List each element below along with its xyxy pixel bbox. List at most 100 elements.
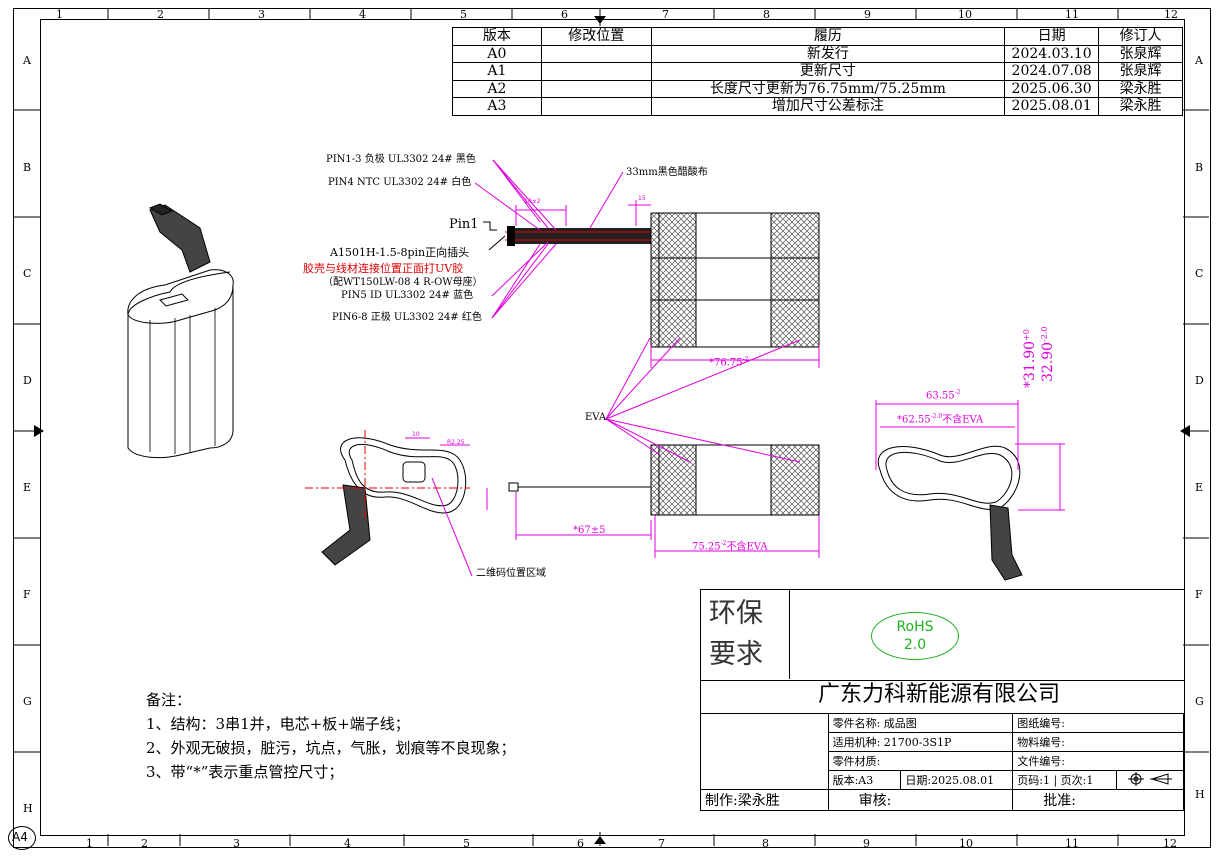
outer-frame bbox=[13, 8, 1211, 848]
dim-value: *76.75 bbox=[709, 357, 743, 369]
zone-num: 10 bbox=[959, 837, 973, 850]
dim-value: 75.25 bbox=[692, 541, 721, 553]
dim-height-1: *31.90+0 bbox=[1022, 329, 1038, 388]
revision-row: A3 增加尺寸公差标注 2025.08.01 梁永胜 bbox=[452, 97, 1183, 116]
revision-table: 版本 修改位置 履历 日期 修订人 A0 新发行 2024.03.10 张泉辉 … bbox=[452, 27, 1183, 116]
zone-num: 11 bbox=[1065, 837, 1079, 850]
zone-num: 2 bbox=[157, 8, 164, 21]
rev-cell: 2025.08.01 bbox=[1004, 97, 1100, 116]
note-item: 3、带“*”表示重点管控尺寸； bbox=[146, 763, 344, 781]
top-pack-view bbox=[650, 212, 820, 348]
dim-value: 63.55 bbox=[926, 390, 955, 402]
tb-blank bbox=[700, 713, 829, 790]
tb-drawing-no: 图纸编号: bbox=[1012, 713, 1184, 733]
callout-mate: （配WT150LW-08 4 R-OW母座） bbox=[323, 277, 483, 288]
zone-num: 8 bbox=[762, 837, 769, 850]
callout-pin1: Pin1 bbox=[449, 217, 479, 232]
callout-tape: 33mm黑色醋酸布 bbox=[626, 167, 708, 178]
inner-frame bbox=[40, 19, 1185, 836]
dim-suffix: 不含EVA bbox=[942, 414, 984, 426]
zone-letter: H bbox=[1195, 788, 1205, 801]
header-reviser: 修订人 bbox=[1098, 27, 1183, 46]
zone-letter: H bbox=[23, 802, 33, 815]
side-pack-view bbox=[508, 444, 820, 516]
dim-lead: *67±5 bbox=[573, 525, 606, 536]
sheet-size-label: A4 bbox=[12, 830, 28, 844]
dim-width-inner: *62.55-2.0不含EVA bbox=[897, 414, 983, 425]
company-name: 广东力科新能源有限公司 bbox=[818, 682, 1061, 707]
tb-item-no: 物料编号: bbox=[1012, 732, 1184, 752]
zone-letter: D bbox=[23, 374, 32, 387]
note-item: 1、结构：3串1并，电芯+板+端子线； bbox=[146, 715, 410, 733]
zone-num: 2 bbox=[141, 837, 148, 850]
zone-letter: E bbox=[1195, 481, 1204, 494]
tb-page-no: 页次:1 bbox=[1060, 774, 1094, 787]
dim-tol: -2.0 bbox=[930, 413, 943, 420]
zone-letter: A bbox=[23, 54, 31, 67]
tb-date: 日期:2025.08.01 bbox=[900, 770, 1014, 790]
dim-tol: -2 bbox=[742, 356, 749, 363]
dim-tol: +0 bbox=[1022, 329, 1031, 341]
zone-num: 11 bbox=[1065, 8, 1079, 21]
zone-num: 1 bbox=[86, 837, 93, 850]
dimension-lines bbox=[405, 159, 1065, 577]
rohs-badge: RoHS 2.0 bbox=[871, 612, 959, 660]
dim-height-2: 32.90-2.0 bbox=[1040, 326, 1056, 382]
tb-part-name: 零件名称: 成品图 bbox=[827, 713, 1014, 733]
zone-letter: F bbox=[1195, 588, 1203, 601]
tb-version: 版本:A3 bbox=[827, 770, 902, 790]
zone-num: 9 bbox=[863, 837, 870, 850]
dim-tol: -2 bbox=[720, 540, 727, 547]
zone-num: 5 bbox=[460, 8, 467, 21]
zone-letter: B bbox=[1195, 161, 1204, 174]
callout-connector: A1501H-1.5-8pin正向插头 bbox=[330, 246, 470, 259]
zone-num: 3 bbox=[258, 8, 265, 21]
callout-qr: 二维码位置区域 bbox=[476, 568, 546, 579]
rohs-version: 2.0 bbox=[903, 637, 927, 653]
notes-title: 备注： bbox=[146, 691, 192, 709]
tb-projection-icon bbox=[1116, 770, 1184, 790]
zone-num: 9 bbox=[864, 8, 871, 21]
zone-letter: E bbox=[23, 481, 32, 494]
rev-cell: A3 bbox=[452, 97, 542, 116]
dim-text-small: 10±2 bbox=[524, 198, 541, 205]
dim-value: *31.90 bbox=[1022, 340, 1038, 388]
env-block bbox=[700, 589, 1184, 681]
dim-length-bottom: 75.25-2不含EVA bbox=[692, 541, 768, 552]
zone-num: 4 bbox=[344, 837, 351, 850]
tb-model: 适用机种: 21700-3S1P bbox=[827, 732, 1014, 752]
title-block-table: 零件名称: 成品图 图纸编号: 适用机种: 21700-3S1P 物料编号: 零… bbox=[700, 713, 1184, 811]
callout-eva: EVA bbox=[585, 412, 607, 423]
callout-pin6-8: PIN6-8 正极 UL3302 24# 红色 bbox=[332, 312, 482, 323]
tb-made-by: 制作:梁永胜 bbox=[700, 789, 829, 811]
dim-width-outer: 63.55-2 bbox=[926, 390, 961, 401]
rev-cell: A1 bbox=[452, 62, 542, 81]
dim-value: *62.55 bbox=[897, 414, 931, 426]
isometric-pack bbox=[127, 203, 234, 459]
dim-length-top: *76.75-2 bbox=[709, 357, 749, 368]
rohs-text: RoHS bbox=[896, 619, 934, 635]
top-wire-harness bbox=[505, 226, 652, 246]
tb-approved: 批准: bbox=[1012, 789, 1184, 811]
zone-num: 6 bbox=[577, 837, 584, 850]
dim-text-small: 15 bbox=[638, 195, 646, 202]
dim-text-small: R2.25 bbox=[447, 439, 465, 446]
env-label-1: 环保 bbox=[709, 598, 763, 629]
dim-text-small: 10 bbox=[412, 431, 420, 438]
tb-page-count: 页码:1 bbox=[1017, 774, 1050, 787]
zone-num: 10 bbox=[958, 8, 972, 21]
dim-tol: -2.0 bbox=[1040, 326, 1049, 342]
note-item: 2、外观无破损，脏污，坑点，气胀，划痕等不良现象； bbox=[146, 739, 516, 757]
zone-num: 12 bbox=[1164, 8, 1178, 21]
callout-pin1-3: PIN1-3 负极 UL3302 24# 黑色 bbox=[326, 154, 476, 165]
zone-num: 3 bbox=[233, 837, 240, 850]
tb-file-no: 文件编号: bbox=[1012, 751, 1184, 771]
zone-letter: C bbox=[23, 267, 32, 280]
zone-letter: D bbox=[1195, 374, 1204, 387]
dim-value: 32.90 bbox=[1040, 341, 1056, 382]
callout-pin4: PIN4 NTC UL3302 24# 白色 bbox=[328, 177, 472, 188]
revision-row: A1 更新尺寸 2024.07.08 张泉辉 bbox=[452, 62, 1183, 81]
rev-cell: 2025.06.30 bbox=[1004, 79, 1100, 98]
